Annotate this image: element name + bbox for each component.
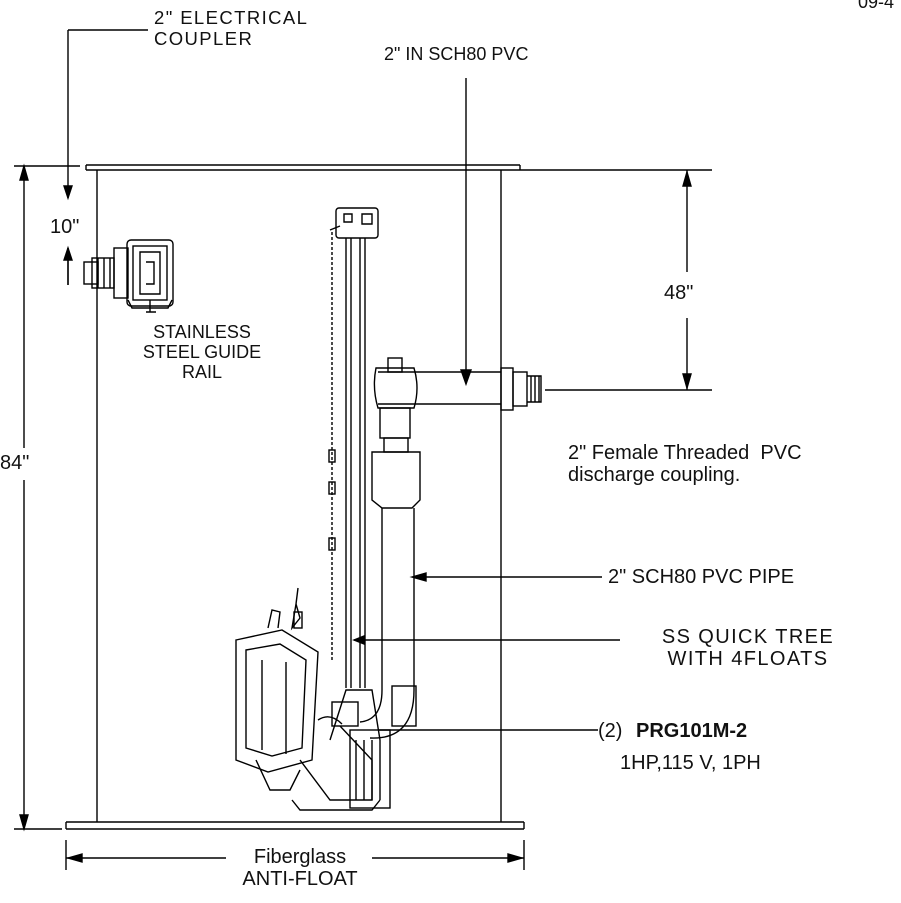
discharge-coupling-line-2: discharge coupling. — [568, 464, 741, 487]
guide-rail-line-3: RAIL — [181, 362, 223, 383]
dimension-84in — [14, 165, 80, 830]
pump-quantity: (2) — [598, 720, 623, 742]
pump-model: PRG101M-2 — [636, 720, 748, 742]
discharge-coupling-label: 2" Female Threaded PVC discharge couplin… — [568, 442, 802, 487]
quick-tree-line-2: WITH 4FLOATS — [667, 648, 829, 671]
pipe-label: 2" SCH80 PVC PIPE — [608, 566, 795, 588]
discharge-coupling-line-1: 2" Female Threaded PVC — [568, 442, 802, 464]
pump-spec-label: 1HP,115 V, 1PH — [620, 752, 761, 774]
guide-rail — [329, 207, 379, 688]
electrical-coupler-line-1: 2" ELECTRICAL — [154, 7, 309, 28]
tank-basin — [85, 164, 521, 822]
electrical-coupler-label: 2" ELECTRICAL COUPLER — [154, 7, 309, 49]
dimension-48in — [520, 169, 712, 391]
dimension-10in-label: 10" — [50, 216, 80, 238]
quick-tree-label: SS QUICK TREE WITH 4FLOATS — [628, 626, 868, 671]
guide-rail-line-1: STAINLESS — [153, 322, 251, 342]
base-line-1: Fiberglass — [253, 846, 347, 868]
electrical-coupler-line-2: COUPLER — [154, 27, 254, 49]
electrical-coupler-box — [83, 239, 174, 313]
dimension-base-width — [65, 840, 525, 870]
pump-assembly — [235, 587, 391, 811]
inlet-label: 2" IN SCH80 PVC — [384, 44, 529, 64]
quick-tree-line-1: SS QUICK TREE — [661, 626, 835, 648]
anti-float-base — [65, 821, 525, 830]
guide-rail-line-2: STEEL GUIDE — [142, 342, 262, 363]
guide-rail-label: STAINLESS STEEL GUIDE RAIL — [138, 322, 266, 382]
dimension-84in-label: 84" — [0, 452, 30, 474]
base-line-2: ANTI-FLOAT — [242, 868, 358, 891]
dimension-48in-label: 48" — [664, 282, 694, 304]
discharge-coupling — [500, 367, 542, 411]
base-label: Fiberglass ANTI-FLOAT — [210, 846, 390, 891]
page-reference: 09-4 — [858, 0, 895, 12]
pump-model-label: (2) PRG101M-2 — [598, 720, 747, 742]
discharge-pipe — [359, 357, 501, 739]
electrical-coupler-leader — [67, 29, 148, 285]
float-cord — [328, 232, 336, 660]
